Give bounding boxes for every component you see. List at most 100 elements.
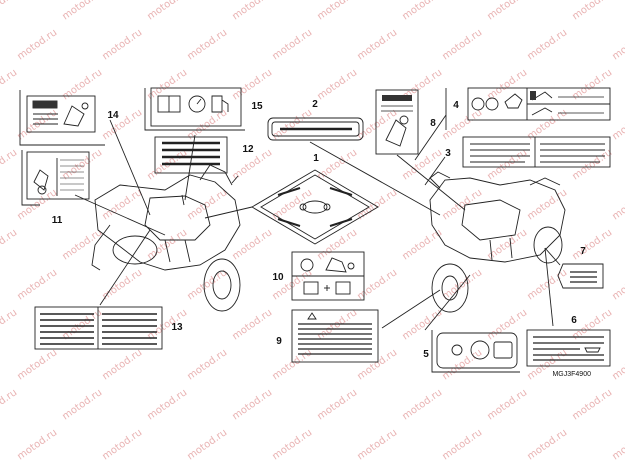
rider-passenger-icon — [325, 257, 347, 273]
callout-2: 2 — [312, 99, 318, 110]
warning-circle-icon-2 — [471, 97, 485, 111]
watermark-text: motod.ru — [100, 27, 144, 62]
watermark-text: motod.ru — [0, 307, 19, 342]
watermark-text: motod.ru — [230, 307, 274, 342]
watermark-text: motod.ru — [485, 67, 529, 102]
callout-14: 14 — [107, 110, 119, 121]
watermark-text: motod.ru — [355, 427, 399, 462]
helmet-icon — [485, 97, 499, 111]
watermark-text: motod.ru — [355, 27, 399, 62]
label-1 — [251, 169, 379, 245]
watermark-text: motod.ru — [270, 427, 314, 462]
label-8 — [375, 89, 419, 155]
label-4-group — [445, 87, 611, 130]
watermark-text: motod.ru — [145, 67, 189, 102]
watermark-text: motod.ru — [400, 147, 444, 182]
label-2-group — [267, 117, 364, 141]
watermark-text: motod.ru — [440, 187, 484, 222]
label-1-group — [251, 169, 379, 245]
label-fills — [33, 91, 536, 108]
helmet-rider-icon — [385, 119, 407, 147]
callout-15: 15 — [251, 101, 263, 112]
watermark-text: motod.ru — [100, 347, 144, 382]
watermark-text: motod.ru — [185, 347, 229, 382]
watermark-text: motod.ru — [60, 227, 104, 262]
luggage-icon — [303, 281, 319, 295]
watermark-text: motod.ru — [440, 347, 484, 382]
fuel-pump-icon — [211, 95, 229, 113]
watermark-text: motod.ru — [485, 0, 529, 22]
label-8-group — [375, 89, 419, 155]
callout-10: 10 — [272, 272, 284, 283]
watermark-text: motod.ru — [610, 347, 625, 382]
callout-1: 1 — [313, 153, 319, 164]
label-10-group — [291, 251, 365, 301]
label-7-group — [557, 263, 604, 289]
watermark-text: motod.ru — [60, 67, 104, 102]
watermark-text: motod.ru — [230, 387, 274, 422]
watermark-text: motod.ru — [60, 0, 104, 22]
callout-9: 9 — [276, 336, 282, 347]
watermark-text: motod.ru — [525, 427, 569, 462]
watermark-text: motod.ru — [315, 0, 359, 22]
label-14-group — [19, 90, 105, 146]
callout-8: 8 — [430, 118, 436, 129]
label-2 — [267, 117, 364, 141]
watermark-text: motod.ru — [145, 387, 189, 422]
label-6-group — [526, 329, 611, 367]
watermark-text: motod.ru — [15, 427, 59, 462]
watermark-text: motod.ru — [570, 227, 614, 262]
label-6 — [526, 329, 611, 367]
watermark-text: motod.ru — [400, 387, 444, 422]
watermark-text: motod.ru — [15, 107, 59, 142]
watermark-text: motod.ru — [185, 267, 229, 302]
key-icon — [584, 347, 601, 353]
watermark-text: motod.ru — [185, 427, 229, 462]
watermark-text: motod.ru — [440, 427, 484, 462]
leader-lines — [74, 114, 561, 331]
label-13 — [34, 306, 163, 350]
watermark-text: motod.ru — [355, 267, 399, 302]
label-5 — [436, 332, 518, 369]
watermark-text: motod.ru — [315, 67, 359, 102]
tire-pressure-icon — [33, 169, 49, 191]
watermark-text: motod.ru — [315, 387, 359, 422]
watermark-text: motod.ru — [230, 67, 274, 102]
watermark-text: motod.ru — [570, 147, 614, 182]
watermark-text: motod.ru — [15, 267, 59, 302]
callout-7: 7 — [580, 246, 586, 257]
callout-11: 11 — [52, 215, 63, 226]
watermark-text: motod.ru — [570, 387, 614, 422]
watermark-text: motod.ru — [230, 0, 274, 22]
watermark-text: motod.ru — [15, 27, 59, 62]
watermark-text: motod.ru — [485, 147, 529, 182]
label-3-group — [462, 136, 611, 168]
watermark-text: motod.ru — [315, 147, 359, 182]
watermark-text: motod.ru — [355, 187, 399, 222]
watermark-text: motod.ru — [145, 307, 189, 342]
watermark-text: motod.ru — [0, 227, 19, 262]
watermark-text: motod.ru — [400, 227, 444, 262]
watermark-text: motod.ru — [100, 427, 144, 462]
warning-circle-icon — [300, 258, 314, 272]
watermark-text: motod.ru — [485, 387, 529, 422]
watermark-text: motod.ru — [610, 27, 625, 62]
label-14 — [26, 95, 96, 133]
label-15-group — [144, 87, 245, 131]
watermark-text: motod.ru — [0, 387, 19, 422]
label-13-group — [34, 306, 163, 350]
cap-icon — [470, 340, 490, 360]
label-15 — [150, 87, 242, 127]
label-11-group — [21, 150, 90, 206]
watermark-text: motod.ru — [610, 187, 625, 222]
watermark-text: motod.ru — [0, 147, 19, 182]
watermark-text: motod.ru — [185, 27, 229, 62]
watermark-text: motod.ru — [100, 267, 144, 302]
watermark-text: motod.ru — [315, 307, 359, 342]
watermark-text: motod.ru — [270, 27, 314, 62]
watermark-text: motod.ru — [230, 227, 274, 262]
notice-heading: NOTICE — [380, 100, 395, 105]
